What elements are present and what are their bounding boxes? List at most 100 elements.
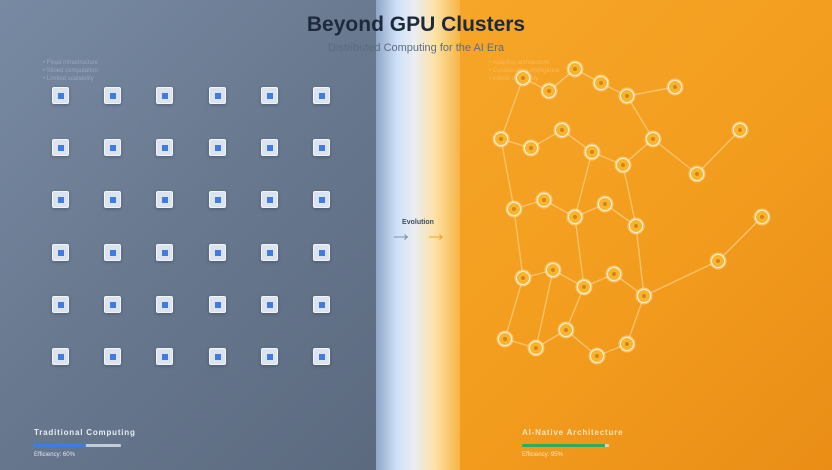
gpu-core [214, 354, 221, 360]
node-center [582, 285, 586, 289]
evolution-transition-band [376, 0, 460, 470]
network-edge [622, 164, 637, 227]
gpu-chip-icon [104, 87, 122, 104]
network-node-icon [666, 78, 684, 96]
node-center [612, 272, 616, 276]
gpu-core [214, 249, 221, 256]
network-node-icon [553, 121, 571, 139]
gpu-chip-icon [313, 295, 330, 313]
node-center [499, 137, 503, 141]
gpu-core [319, 301, 325, 308]
network-node-icon [514, 69, 532, 87]
network-edge [500, 77, 524, 140]
network-node-icon [627, 217, 645, 235]
network-edge [574, 216, 585, 288]
gpu-chip-icon [313, 139, 330, 157]
gpu-chip-icon [104, 191, 122, 209]
gpu-chip-icon [260, 295, 278, 313]
network-node-icon [566, 60, 584, 78]
gpu-core [319, 145, 325, 152]
gpu-core [110, 145, 117, 152]
node-center [521, 276, 525, 280]
node-center [551, 268, 555, 272]
gpu-core [110, 301, 117, 308]
node-center [625, 342, 629, 346]
gpu-chip-icon [260, 243, 278, 261]
traditional-footer-label: Traditional Computing [34, 428, 136, 437]
network-edge [574, 151, 593, 218]
gpu-core [266, 301, 273, 308]
network-node-icon [596, 195, 614, 213]
network-node-icon [635, 287, 653, 305]
gpu-chip-icon [104, 348, 122, 365]
network-node-icon [544, 261, 562, 279]
gpu-core [214, 93, 221, 99]
network-node-icon [592, 74, 610, 92]
network-node-icon [731, 121, 749, 139]
network-edge [643, 260, 719, 297]
network-node-icon [505, 200, 523, 218]
node-center [738, 128, 742, 132]
network-node-icon [709, 252, 727, 270]
gpu-core [266, 197, 273, 204]
network-node-icon [575, 278, 593, 296]
network-node-icon [566, 208, 584, 226]
gpu-core [58, 354, 64, 360]
gpu-core [58, 197, 64, 204]
network-node-icon [535, 191, 553, 209]
network-node-icon [514, 269, 532, 287]
gpu-chip-icon [208, 295, 226, 313]
arrow-right-icon: → [389, 220, 413, 247]
gpu-core [266, 354, 273, 360]
gpu-core [58, 301, 64, 308]
network-edge [535, 269, 554, 349]
gpu-chip-icon [260, 139, 278, 157]
network-node-icon [618, 335, 636, 353]
gpu-core [266, 93, 273, 99]
network-node-icon [614, 156, 632, 174]
gpu-core [319, 93, 325, 99]
gpu-core [266, 249, 273, 256]
traditional-efficiency-bar [34, 444, 121, 447]
network-node-icon [496, 330, 514, 348]
network-edge [500, 138, 515, 210]
evolution-label: Evolution [402, 219, 434, 226]
node-center [760, 215, 764, 219]
gpu-chip-icon [260, 348, 278, 365]
node-center [547, 89, 551, 93]
node-center [521, 76, 525, 80]
gpu-chip-icon [208, 139, 226, 157]
gpu-core [319, 354, 325, 360]
gpu-chip-icon [208, 348, 226, 365]
gpu-core [319, 197, 325, 204]
gpu-core [110, 249, 117, 256]
gpu-chip-icon [104, 295, 122, 313]
gpu-chip-icon [52, 295, 69, 313]
node-center [512, 207, 516, 211]
network-node-icon [644, 130, 662, 148]
traditional-feature-item: Siloed computation [43, 67, 98, 75]
gpu-chip-icon [52, 139, 69, 157]
network-node-icon [618, 87, 636, 105]
gpu-chip-icon [52, 191, 69, 209]
node-center [534, 346, 538, 350]
gpu-core [162, 301, 169, 308]
gpu-chip-icon [313, 191, 330, 209]
network-node-icon [492, 130, 510, 148]
node-center [642, 294, 646, 298]
gpu-core [319, 249, 325, 256]
arrow-right-icon: → [424, 220, 448, 247]
node-center [621, 163, 625, 167]
node-center [529, 146, 533, 150]
node-center [503, 337, 507, 341]
node-center [695, 172, 699, 176]
page-subtitle: Distributed Computing for the AI Era [327, 42, 505, 54]
traditional-feature-list: Fixed infrastructure Siloed computation … [43, 59, 98, 83]
gpu-core [58, 145, 64, 152]
traditional-efficiency-text: Efficiency: 60% [34, 452, 75, 458]
gpu-chip-icon [208, 243, 226, 261]
gpu-chip-icon [52, 348, 69, 365]
gpu-chip-icon [260, 87, 278, 104]
gpu-core [162, 249, 169, 256]
ai-native-feature-item: Adaptive architecture [489, 59, 560, 67]
